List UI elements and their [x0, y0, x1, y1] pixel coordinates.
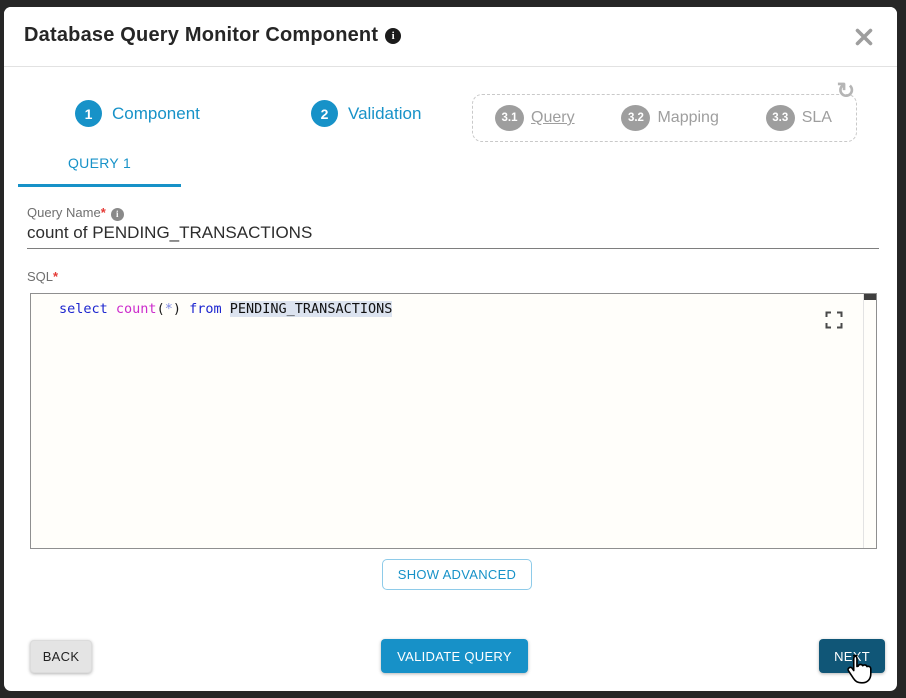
- step-label: Component: [112, 103, 200, 123]
- substep-label: Mapping: [657, 109, 719, 126]
- sql-code-line: select count(*) from PENDING_TRANSACTION…: [59, 301, 393, 317]
- dialog-header: Database Query Monitor Component i: [4, 7, 897, 67]
- substep-label: SLA: [801, 109, 832, 126]
- sql-token: [108, 301, 116, 317]
- query-name-label: Query Name*i: [27, 205, 124, 221]
- tab-label: QUERY 1: [67, 155, 132, 171]
- substep-group: 3.1 Query 3.2 Mapping 3.3 SLA ↻: [472, 80, 857, 142]
- step-number-badge: 2: [311, 100, 338, 127]
- step-validation[interactable]: 2 Validation: [311, 100, 421, 127]
- sql-token: from: [189, 301, 222, 317]
- step-number-badge: 1: [75, 100, 102, 127]
- info-icon[interactable]: i: [385, 28, 402, 44]
- dialog-title: Database Query Monitor Component i: [24, 24, 402, 47]
- wizard-stepper: 1 Component 2 Validation 3.1 Query 3.2 M…: [4, 67, 897, 157]
- substep-number-badge: 3.2: [621, 105, 651, 131]
- sql-label: SQL*: [27, 269, 59, 284]
- next-button[interactable]: NEXT: [819, 639, 885, 673]
- close-icon[interactable]: [853, 26, 875, 48]
- dialog-title-text: Database Query Monitor Component: [24, 24, 379, 46]
- refresh-icon[interactable]: ↻: [836, 78, 855, 103]
- show-advanced-button[interactable]: SHOW ADVANCED: [382, 559, 532, 590]
- back-button[interactable]: BACK: [30, 640, 92, 673]
- tab-active-underline: [18, 184, 181, 187]
- dialog-footer: BACK VALIDATE QUERY NEXT: [4, 631, 897, 691]
- query-name-info-icon[interactable]: i: [110, 208, 124, 221]
- required-asterisk: *: [53, 269, 59, 284]
- validate-query-button[interactable]: VALIDATE QUERY: [381, 639, 528, 673]
- query-name-input[interactable]: count of PENDING_TRANSACTIONS: [27, 223, 879, 249]
- fullscreen-icon[interactable]: [825, 311, 843, 329]
- sql-code-area[interactable]: select count(*) from PENDING_TRANSACTION…: [31, 294, 863, 548]
- required-asterisk: *: [100, 205, 106, 220]
- substep-label: Query: [531, 109, 575, 126]
- substep-mapping[interactable]: 3.2 Mapping: [621, 105, 719, 131]
- sql-token: [222, 301, 230, 317]
- substep-number-badge: 3.1: [495, 105, 524, 131]
- database-query-monitor-dialog: Database Query Monitor Component i 1 Comp…: [4, 7, 897, 691]
- sql-token: [181, 301, 189, 317]
- step-component[interactable]: 1 Component: [75, 100, 200, 127]
- sql-token: PENDING_TRANSACTIONS: [229, 301, 393, 317]
- sql-token: (: [156, 301, 165, 317]
- sql-token: select: [59, 301, 108, 317]
- sql-code-editor[interactable]: select count(*) from PENDING_TRANSACTION…: [30, 293, 877, 549]
- editor-scrollbar[interactable]: [863, 294, 876, 548]
- editor-scrollbar-thumb[interactable]: [864, 294, 876, 300]
- sql-token: count: [115, 301, 157, 317]
- substep-query[interactable]: 3.1 Query: [495, 105, 575, 131]
- substep-number-badge: 3.3: [765, 105, 795, 131]
- tab-query-1[interactable]: QUERY 1: [18, 150, 181, 187]
- step-label: Validation: [348, 103, 422, 123]
- header-divider: [4, 66, 897, 67]
- sql-token: ): [172, 301, 181, 317]
- substep-sla[interactable]: 3.3 SLA: [765, 105, 832, 131]
- sql-token: *: [164, 301, 173, 317]
